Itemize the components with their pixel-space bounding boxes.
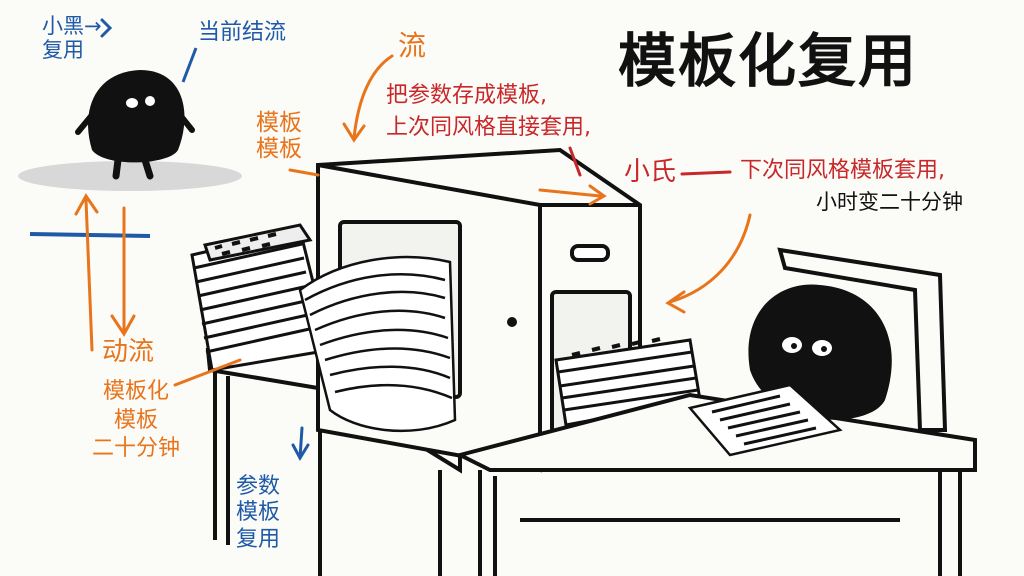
orange-side-top-label: 动流	[102, 337, 155, 367]
blue-hours-label: 小时变二十分钟	[816, 190, 963, 214]
top-blue-note: 当前结流	[198, 20, 287, 45]
blue-horizon-line	[29, 232, 151, 238]
shadow-ellipse	[18, 161, 242, 191]
red-note-main: 把参数存成模板, 上次同风格直接套用,	[386, 83, 591, 140]
blue-bottom-label: 参数 模板 复用	[236, 474, 281, 552]
papers-flowing	[298, 255, 457, 433]
page-title: 模板化复用	[618, 27, 919, 95]
document-on-desk-icon	[687, 383, 843, 457]
red-small-label: 小氏	[624, 157, 677, 187]
top-left-blue-label: 小黑→ 复用	[42, 14, 102, 63]
blue-pointer-line	[181, 47, 198, 83]
paper-stack-left-icon	[190, 223, 332, 372]
orange-template-label: 模板 模板	[256, 110, 302, 163]
left-loop-arrows	[74, 193, 136, 352]
orange-burst-label: 流	[398, 29, 427, 62]
orange-arrows	[173, 54, 752, 387]
blue-bottom-pointer	[100, 18, 310, 462]
red-note-right: 下次同风格模板套用,	[740, 158, 945, 183]
chair-icon	[777, 247, 948, 432]
blob-character-standing-icon	[75, 70, 195, 180]
orange-side-main-label: 模板化 模板 二十分钟	[92, 379, 181, 462]
red-arrow	[568, 146, 732, 177]
